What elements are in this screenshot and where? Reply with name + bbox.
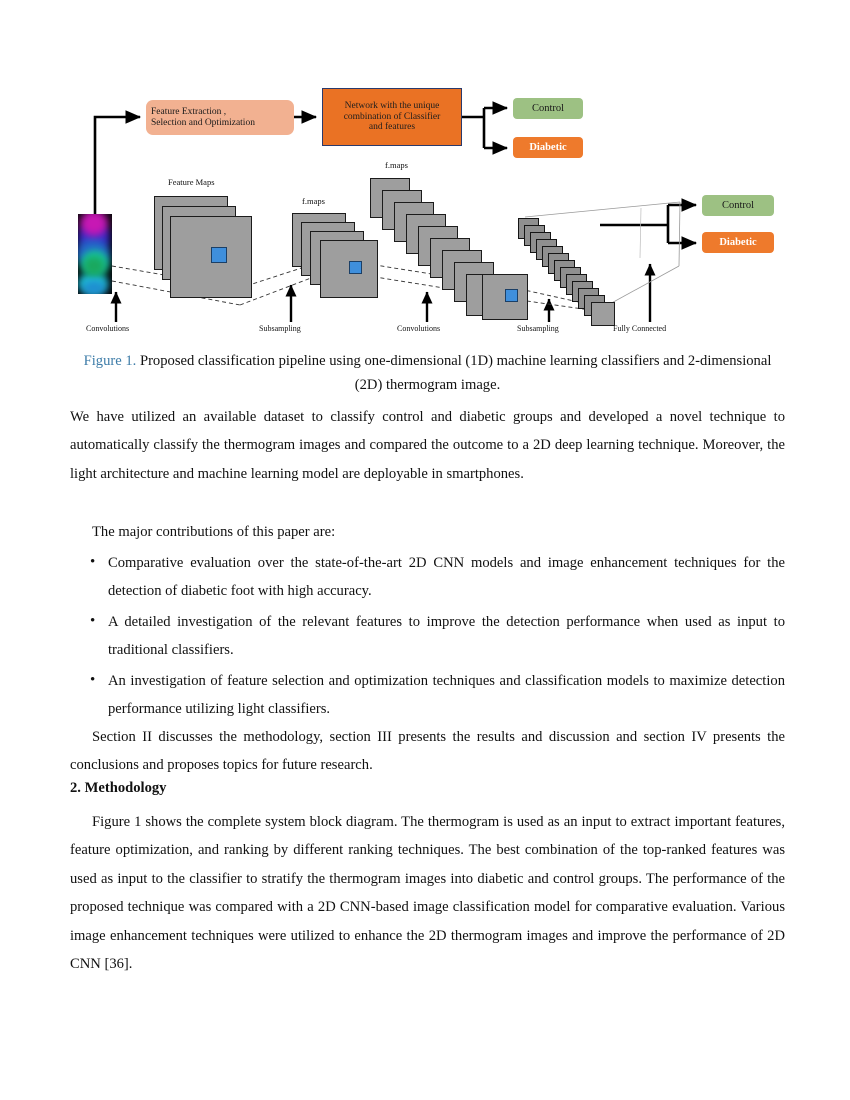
feature-extraction-box[interactable]: Feature Extraction , Selection and Optim…	[146, 100, 294, 135]
stage-label-subsampling-2: Subsampling	[517, 324, 559, 333]
section-heading-methodology: 2. Methodology	[70, 780, 167, 796]
thermo-region-green	[83, 256, 105, 276]
figure-caption-label: Figure 1.	[83, 353, 137, 369]
receptive-field-box	[211, 247, 227, 263]
stage-label-subsampling-1: Subsampling	[259, 324, 301, 333]
network-line3: and features	[368, 122, 416, 133]
network-classifier-box[interactable]: Network with the unique combination of C…	[322, 88, 462, 146]
list-item: Comparative evaluation over the state-of…	[70, 548, 785, 606]
figure-caption: Figure 1. Proposed classification pipeli…	[70, 350, 785, 397]
thermogram-input-image	[78, 214, 112, 294]
stage-label-fully-connected: Fully Connected	[613, 324, 667, 333]
stage-label-convolutions-2: Convolutions	[397, 324, 441, 333]
feature-map-plane-front	[320, 240, 378, 298]
feature-extraction-line1: Feature Extraction ,	[151, 106, 227, 117]
receptive-field-box	[505, 289, 518, 302]
contributions-intro: The major contributions of this paper ar…	[92, 524, 336, 540]
output-diabetic-top[interactable]: Diabetic	[513, 137, 583, 158]
list-item: A detailed investigation of the relevant…	[70, 607, 785, 665]
paragraph-sections-overview: Section II discusses the methodology, se…	[70, 729, 785, 774]
receptive-field-box	[349, 261, 362, 274]
network-line1: Network with the unique	[344, 101, 440, 112]
paragraph-intro: We have utilized an available dataset to…	[70, 409, 785, 482]
network-line2: combination of Classifier	[343, 111, 441, 122]
subsample-plane-front	[591, 302, 615, 326]
contributions-list: Comparative evaluation over the state-of…	[70, 548, 785, 726]
figure-caption-text: Proposed classification pipeline using o…	[136, 353, 772, 393]
output-control-bottom[interactable]: Control	[702, 195, 774, 216]
feature-map-plane-front	[170, 216, 252, 298]
list-item: An investigation of feature selection an…	[70, 666, 785, 724]
thermo-region-lightblue	[82, 280, 106, 294]
output-diabetic-bottom[interactable]: Diabetic	[702, 232, 774, 253]
output-control-top[interactable]: Control	[513, 98, 583, 119]
figure-1: Feature Extraction , Selection and Optim…	[70, 78, 785, 346]
thermo-region-magenta	[80, 214, 108, 236]
label-feature-maps: Feature Maps	[168, 177, 215, 187]
label-fmaps-2: f.maps	[385, 160, 408, 170]
feature-map-plane-front	[482, 274, 528, 320]
feature-extraction-line2: Selection and Optimization	[151, 117, 255, 128]
paragraph-methodology: Figure 1 shows the complete system block…	[70, 814, 785, 973]
label-fmaps-1: f.maps	[302, 196, 325, 206]
stage-label-convolutions-1: Convolutions	[86, 324, 130, 333]
